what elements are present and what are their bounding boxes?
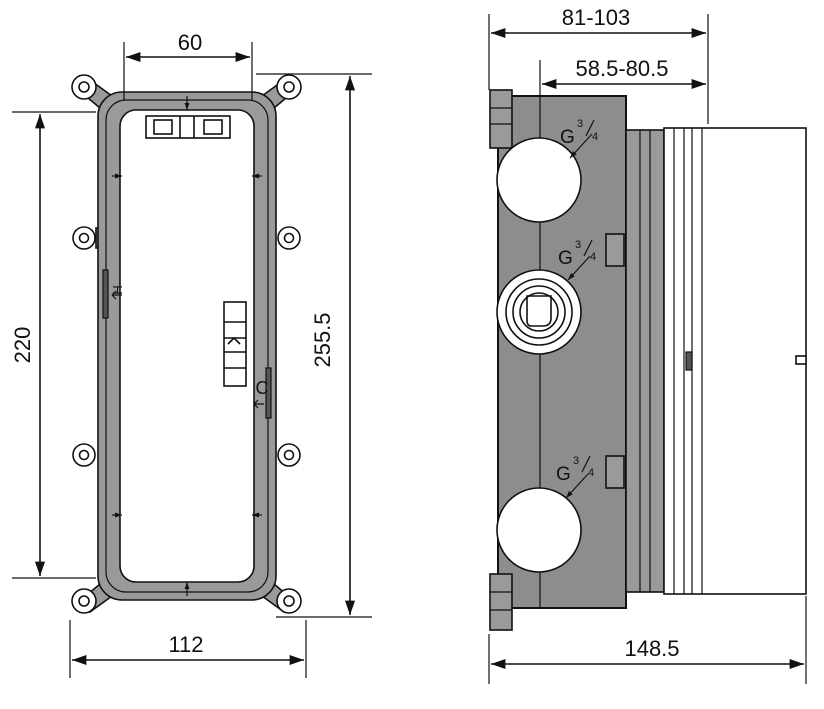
mounting-lug-mid-right-1: [277, 226, 301, 250]
cold-marker: C: [253, 367, 272, 419]
port-bottom: [496, 487, 582, 573]
front-view: H C 60 112: [10, 30, 372, 678]
port-label-bottom-num: 3: [573, 455, 579, 467]
side-sleeve: [625, 127, 807, 595]
dimension-top-label: 60: [178, 30, 202, 55]
port-label-top-prefix: G: [560, 127, 575, 148]
hot-label: H: [110, 285, 125, 294]
port-label-bottom-prefix: G: [556, 464, 571, 485]
dimension-side-top-outer-label: 81-103: [562, 5, 631, 30]
dimension-side-bottom: 148.5: [488, 596, 807, 684]
hot-marker: H: [102, 269, 125, 319]
port-label-top: G 3 4: [560, 118, 598, 159]
port-top: [496, 137, 582, 223]
port-label-top-num: 3: [577, 118, 583, 130]
port-label-bottom-den: 4: [588, 467, 594, 479]
mounting-lug-mid-right-2: [277, 443, 301, 467]
port-label-middle: G 3 4: [558, 239, 596, 281]
dimension-side-top-inner-label: 58.5-80.5: [576, 56, 669, 81]
side-right-nubs: [605, 233, 625, 489]
mounting-lug-mid-left-1: [72, 226, 101, 250]
dimension-side-top-outer: 81-103: [488, 5, 709, 124]
dimension-left: 220: [10, 111, 96, 579]
dimension-top: 60: [123, 30, 253, 100]
port-label-top-den: 4: [592, 131, 598, 143]
port-label-middle-den: 4: [590, 251, 596, 263]
dimension-bottom: 112: [69, 620, 307, 678]
side-left-tabs: [489, 89, 513, 631]
port-label-middle-prefix: G: [558, 248, 573, 269]
port-label-bottom: G 3 4: [556, 455, 594, 499]
dimension-side-top-inner: 58.5-80.5: [539, 56, 706, 96]
dimension-bottom-label: 112: [168, 632, 203, 657]
dimension-right-label: 255.5: [310, 312, 335, 367]
dimension-right: 255.5: [256, 73, 372, 618]
dimension-left-label: 220: [10, 327, 35, 364]
cold-label: C: [256, 378, 269, 398]
port-label-middle-num: 3: [575, 239, 581, 251]
mounting-lug-mid-left-2: [72, 443, 96, 467]
frame-arrows: [112, 96, 262, 596]
side-view: G 3 4 G 3 4 G 3 4 81-103: [488, 5, 807, 684]
dimension-side-bottom-label: 148.5: [624, 636, 679, 661]
center-valve-block: [223, 301, 247, 387]
top-connector-block: [145, 115, 231, 139]
port-middle: [496, 269, 582, 355]
